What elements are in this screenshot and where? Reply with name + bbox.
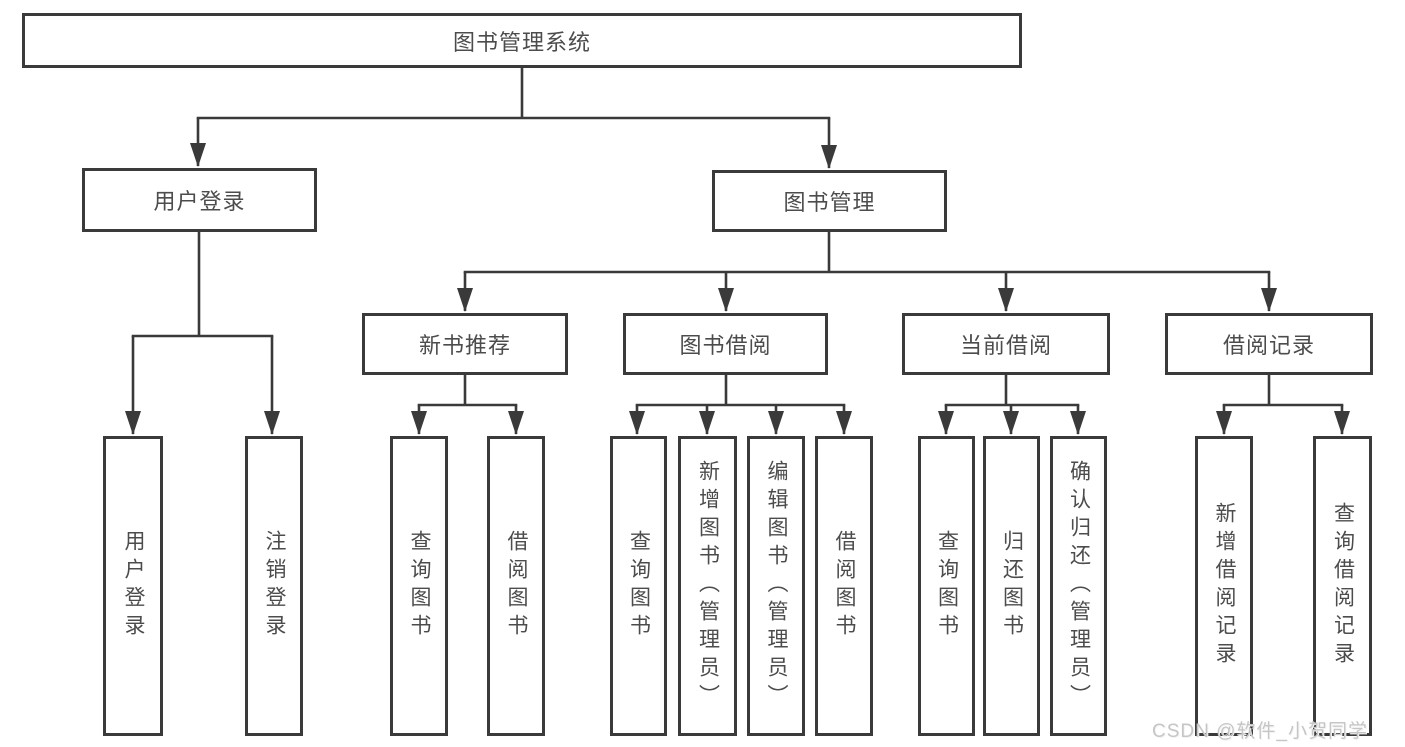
node-borrow-records: 借阅记录 [1165, 313, 1373, 375]
leaf-borrow-books-recommend: 借阅图书 [487, 436, 545, 736]
node-book-borrow: 图书借阅 [623, 313, 828, 375]
leaf-user-login: 用户登录 [103, 436, 163, 736]
leaf-add-borrow-record: 新增借阅记录 [1195, 436, 1253, 736]
leaf-query-books-recommend: 查询图书 [390, 436, 448, 736]
node-new-book-recommend: 新书推荐 [362, 313, 568, 375]
leaf-query-books-borrow: 查询图书 [610, 436, 667, 736]
leaf-query-borrow-record: 查询借阅记录 [1313, 436, 1372, 736]
leaf-confirm-return-admin: 确认归还（管理员） [1050, 436, 1107, 736]
connector-arrows [125, 118, 1350, 435]
node-book-management-branch: 图书管理 [712, 170, 947, 232]
watermark: CSDN @软件_小贺同学 [1152, 721, 1368, 742]
leaf-return-books: 归还图书 [983, 436, 1040, 736]
leaf-edit-book-admin: 编辑图书（管理员） [747, 436, 805, 736]
leaf-borrow-books: 借阅图书 [815, 436, 873, 736]
leaf-add-book-admin: 新增图书（管理员） [678, 436, 737, 736]
node-book-management-system: 图书管理系统 [22, 13, 1022, 68]
node-current-borrow: 当前借阅 [902, 313, 1110, 375]
leaf-logout-login: 注销登录 [245, 436, 303, 736]
node-user-login-branch: 用户登录 [82, 168, 317, 232]
leaf-query-books-current: 查询图书 [918, 436, 975, 736]
